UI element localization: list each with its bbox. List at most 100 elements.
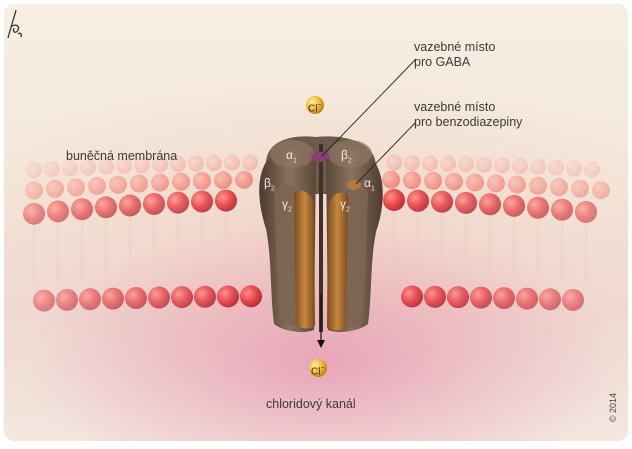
chloride-ion-top [306, 96, 324, 114]
ion-bottom-label: Cl− [311, 361, 325, 379]
lipid-head [424, 171, 442, 190]
lipid-head [529, 176, 547, 195]
ion-symbol: Cl [308, 103, 318, 115]
lipid-head [447, 286, 469, 309]
lipid-head [592, 181, 610, 200]
lipid-head [171, 286, 193, 309]
lipid-head [516, 287, 538, 310]
subunit-gamma2-left: γ2 [282, 197, 292, 214]
subunit-alpha1-right: α1 [364, 176, 375, 193]
gaba-site-label-line1: vazebné místo [414, 40, 496, 54]
diagram-canvas: Cl− Cl− α1 β2 β2 α1 γ2 γ2 vazebné místo … [4, 4, 628, 441]
ion-charge: − [320, 365, 325, 372]
lipid-head [550, 178, 568, 197]
lipid-head [383, 189, 405, 212]
lipid-head [25, 181, 43, 200]
lipid-tails [33, 211, 587, 284]
lipid-head [217, 285, 239, 308]
lipid-head [134, 157, 150, 174]
ion-symbol: Cl [311, 366, 321, 378]
lipid-head [23, 202, 45, 225]
lipid-head [539, 288, 561, 311]
lipid-head [26, 162, 42, 179]
subunit-alpha1-left: α1 [286, 148, 297, 165]
lipid-head [466, 173, 484, 192]
lipid-head [479, 193, 501, 216]
lipid-head [191, 190, 213, 213]
lipid-head [440, 155, 456, 172]
membrane-label: buněčná membrána [66, 149, 178, 163]
lipid-head [62, 160, 78, 177]
lipid-head [130, 174, 148, 193]
chloride-ion-bottom [309, 359, 327, 377]
lipid-head [424, 285, 446, 308]
gaba-site-leader-line [321, 58, 417, 157]
gaba-binding-site [311, 152, 329, 162]
membrane-upper-leaflet [23, 154, 610, 225]
lipid-head [571, 179, 589, 198]
lipid-head [422, 155, 438, 172]
copyright-text: © 2014 [608, 393, 618, 423]
lipid-head [46, 179, 64, 198]
lipid-head [470, 286, 492, 309]
lipid-head [401, 285, 423, 308]
lipid-head [431, 190, 453, 213]
lipid-head [116, 157, 132, 174]
lipid-head [67, 178, 85, 197]
artist-signature-icon [7, 9, 22, 39]
lipid-head [455, 191, 477, 214]
lipid-head [98, 158, 114, 175]
lipid-head [109, 175, 127, 194]
subunit-beta2-right: β2 [341, 148, 352, 165]
lipid-head [44, 161, 60, 178]
lipid-head [188, 155, 204, 172]
subunit-beta2-left: β2 [264, 176, 275, 193]
lipid-head [508, 175, 526, 194]
bzd-site-label-line2: pro benzodiazepiny [414, 115, 523, 129]
lipid-head [95, 196, 117, 219]
lipid-head [214, 171, 232, 190]
lipid-head [382, 170, 400, 189]
lipid-head [193, 171, 211, 190]
lipid-head [224, 154, 240, 171]
bzd-site-leader-line [355, 121, 417, 185]
lipid-head [172, 172, 190, 191]
lipid-head [33, 289, 55, 312]
lipid-head [240, 285, 262, 308]
lipid-head [88, 176, 106, 195]
lipid-head [47, 200, 69, 223]
lipid-head [215, 189, 237, 212]
lipid-head [494, 157, 510, 174]
lipid-head [575, 200, 597, 223]
channel-label: chloridový kanál [266, 397, 356, 411]
subunit-gamma2-right: γ2 [340, 197, 350, 214]
lipid-head [445, 172, 463, 191]
lipid-head [476, 156, 492, 173]
diagram-graphics [23, 58, 610, 377]
lipid-head [404, 154, 420, 171]
lipid-head [102, 287, 124, 310]
lipid-head [530, 158, 546, 175]
lipid-head [71, 198, 93, 221]
lipid-head [235, 170, 253, 189]
gaba-site-label: vazebné místo pro GABA [414, 40, 495, 70]
lipid-head [194, 285, 216, 308]
lipid-head [403, 171, 421, 190]
lipid-head [407, 189, 429, 212]
lipid-head [487, 174, 505, 193]
lipid-head [80, 159, 96, 176]
lipid-head [148, 286, 170, 309]
lipid-head [79, 288, 101, 311]
lipid-head [151, 173, 169, 192]
lipid-head [119, 194, 141, 217]
lipid-head [56, 288, 78, 311]
bzd-site-label: vazebné místo pro benzodiazepiny [414, 100, 522, 130]
lipid-head [551, 198, 573, 221]
lipid-head [167, 191, 189, 214]
lipid-head [527, 196, 549, 219]
gaba-a-receptor [259, 136, 383, 348]
lipid-head [503, 194, 525, 217]
ion-top-label: Cl− [308, 98, 322, 116]
ion-charge: − [317, 102, 322, 109]
lipid-head [125, 287, 147, 310]
